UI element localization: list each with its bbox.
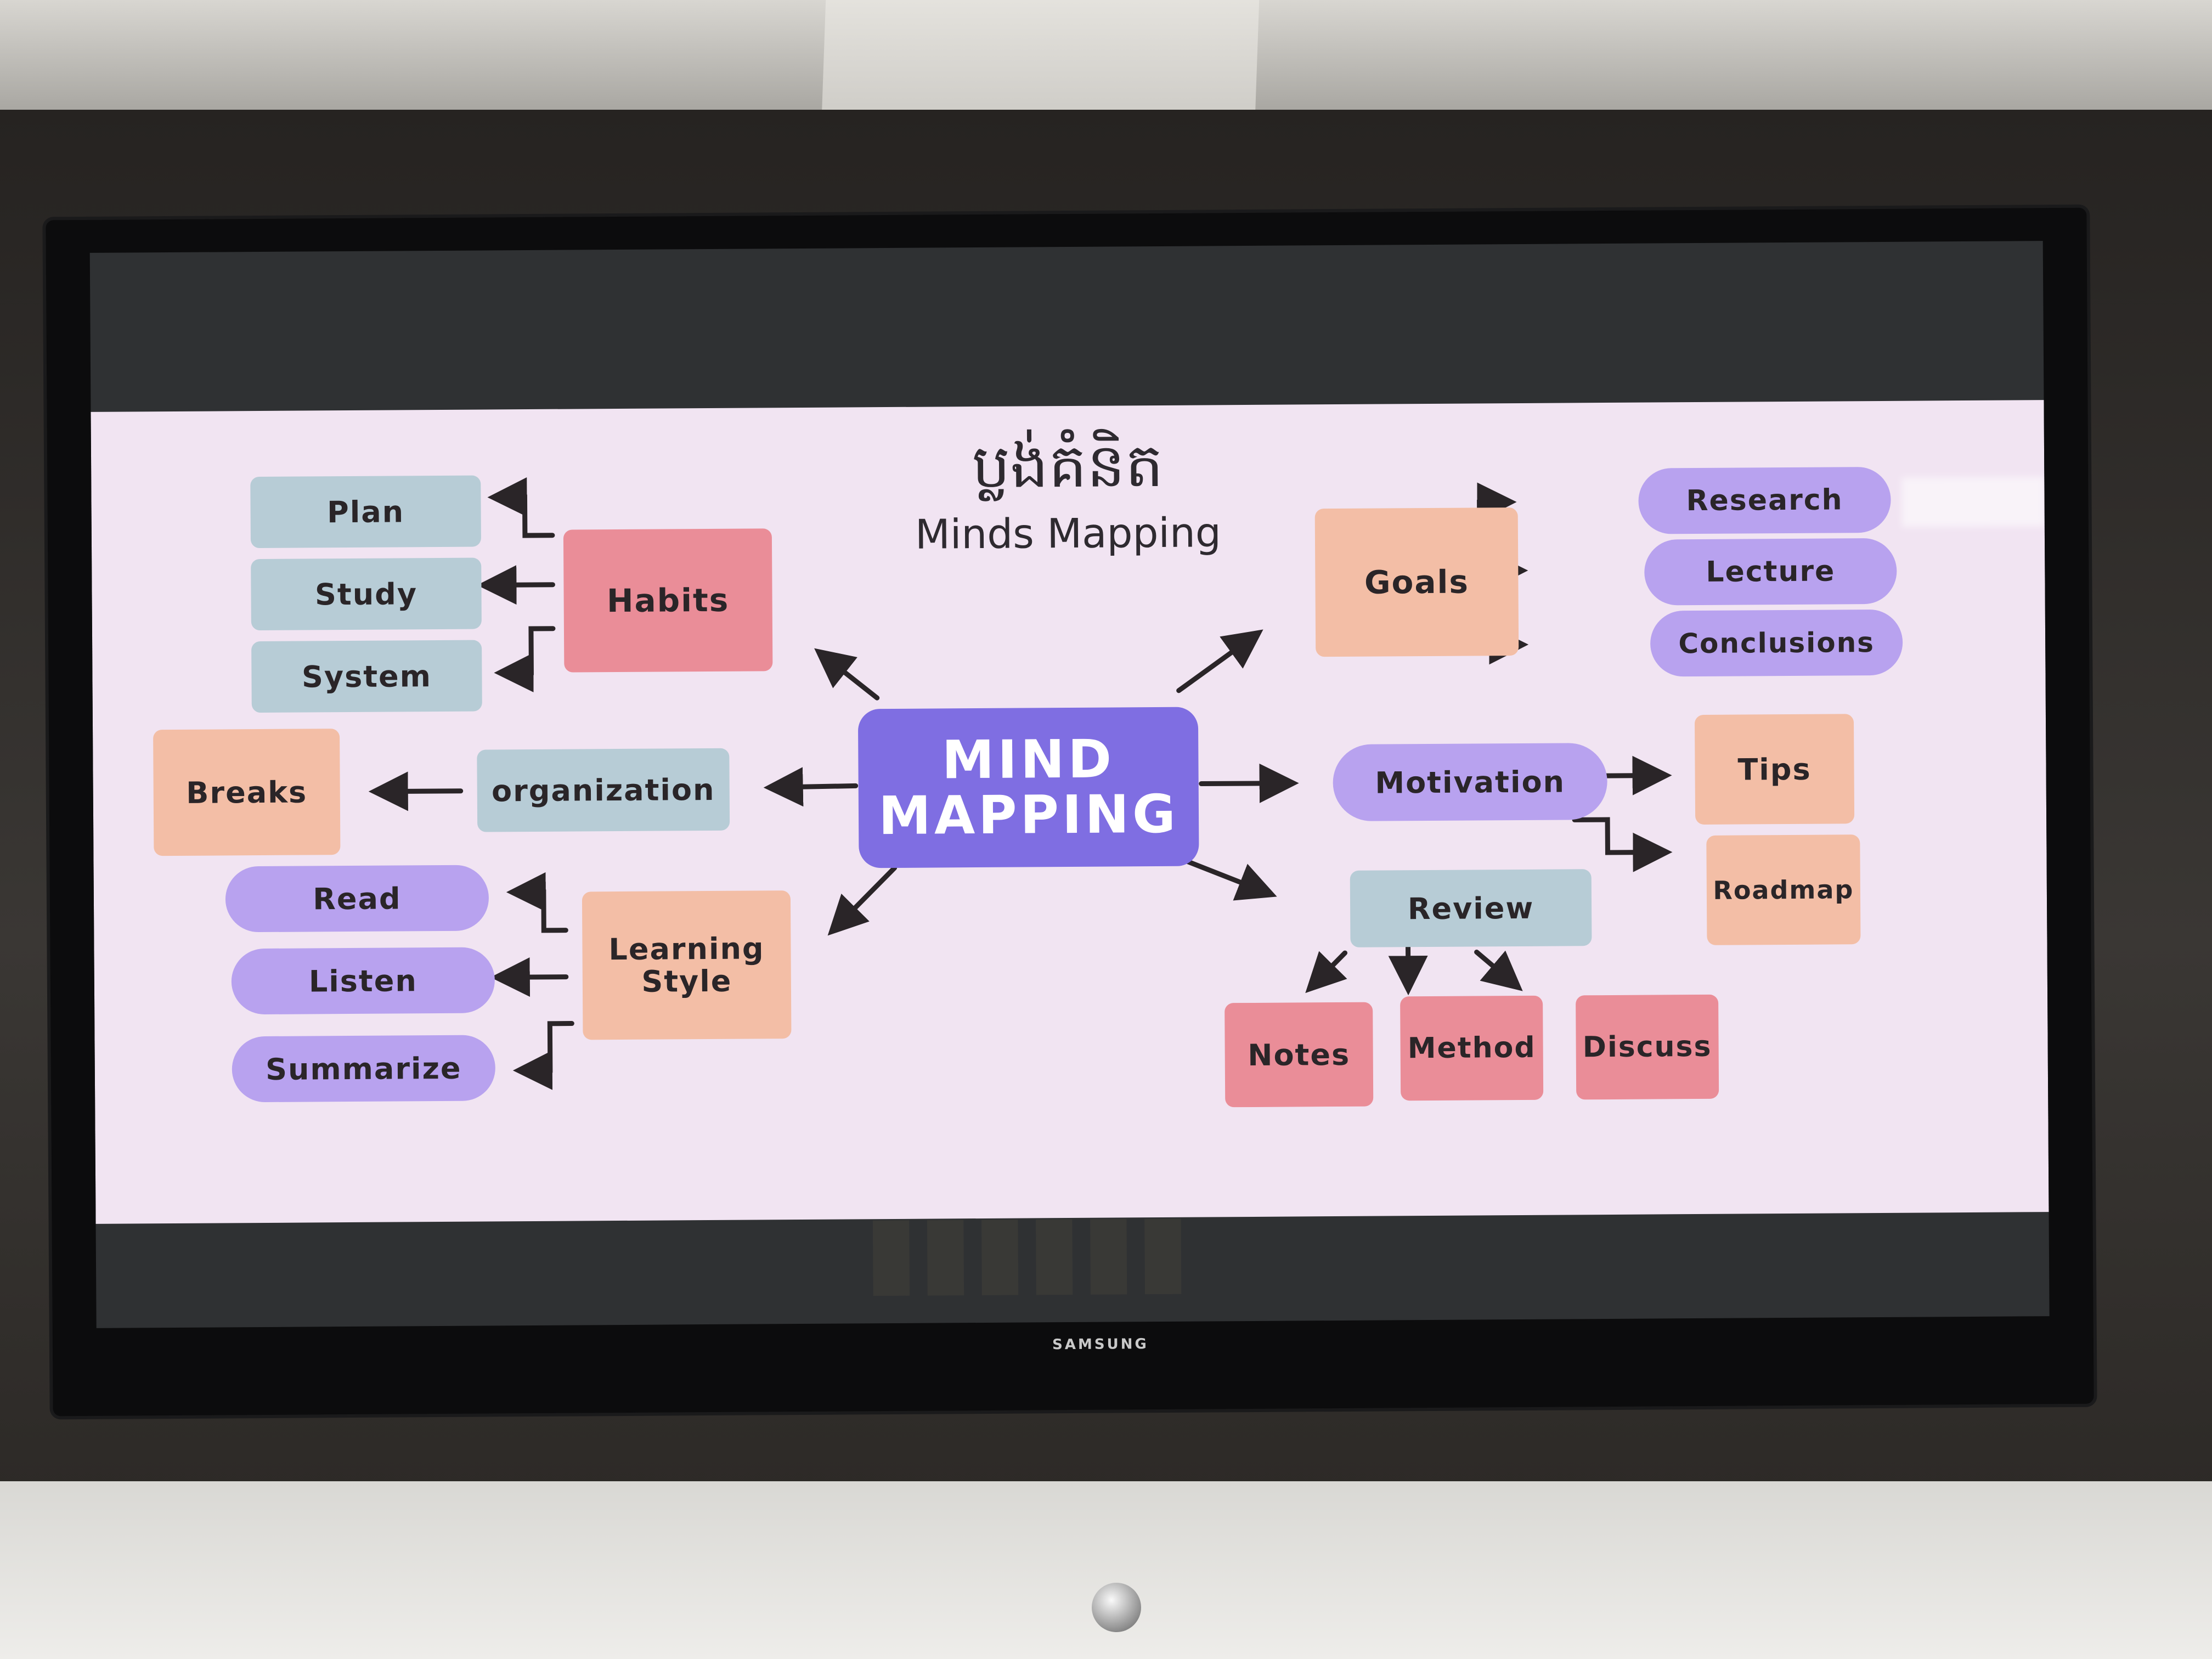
- node-learning-style: Learning Style: [582, 890, 792, 1040]
- node-method: Method: [1400, 995, 1544, 1101]
- node-goals: Goals: [1314, 507, 1519, 657]
- slide-title-khmer: ប្លង់គំនិត: [972, 430, 1164, 502]
- tv-screen: ប្លង់គំនិត Minds Mapping MIND MAPPING Ha…: [89, 241, 2050, 1328]
- node-summarize: Summarize: [232, 1035, 496, 1103]
- node-review: Review: [1350, 869, 1592, 947]
- arrow-to-notes: [1305, 950, 1348, 994]
- node-plan: Plan: [250, 475, 482, 549]
- arrow-to-summarize: [512, 1021, 574, 1090]
- center-node-mind-mapping: MIND MAPPING: [857, 707, 1199, 868]
- node-study: Study: [251, 557, 482, 631]
- node-roadmap: Roadmap: [1706, 834, 1861, 945]
- arrow-to-review: [1183, 858, 1277, 901]
- center-line-2: MAPPING: [878, 783, 1180, 847]
- mind-map-slide: ប្លង់គំនិត Minds Mapping MIND MAPPING Ha…: [91, 400, 2049, 1224]
- arrow-to-breaks: [368, 771, 464, 811]
- node-motivation: Motivation: [1333, 743, 1608, 822]
- arrow-to-goals: [1176, 629, 1263, 693]
- arrow-to-discuss: [1474, 949, 1523, 991]
- arrow-to-motivation: [1199, 763, 1299, 803]
- tv-monitor: SAMSUNG: [46, 207, 2094, 1417]
- node-lecture: Lecture: [1644, 538, 1897, 606]
- node-notes: Notes: [1224, 1002, 1374, 1108]
- arrow-to-system: [494, 626, 556, 692]
- node-breaks: Breaks: [153, 729, 341, 856]
- screw: [1092, 1583, 1141, 1632]
- wall-ledge: [0, 1481, 2212, 1659]
- node-habits: Habits: [563, 528, 773, 673]
- arrow-to-listen: [490, 957, 569, 997]
- arrow-to-read: [506, 872, 568, 933]
- slide-title-english: Minds Mapping: [915, 509, 1222, 558]
- node-read: Read: [225, 865, 489, 933]
- arrow-to-organization: [763, 767, 859, 807]
- arrow-to-plan: [487, 477, 555, 538]
- node-discuss: Discuss: [1576, 994, 1719, 1100]
- center-line-1: MIND: [941, 728, 1115, 791]
- node-listen: Listen: [231, 947, 495, 1015]
- node-research: Research: [1638, 466, 1891, 534]
- screen-reflection: ▮▮▮▮▮▮: [864, 1189, 1190, 1308]
- node-conclusions: Conclusions: [1650, 609, 1903, 677]
- node-organization: organization: [477, 748, 730, 832]
- arrow-to-roadmap: [1572, 817, 1673, 872]
- arrow-to-learning-style: [827, 865, 898, 936]
- tv-brand-logo: SAMSUNG: [1052, 1336, 1149, 1353]
- arrow-to-habits: [814, 648, 880, 701]
- node-tips: Tips: [1694, 714, 1855, 825]
- light-glare: [1901, 477, 2045, 527]
- node-system: System: [251, 640, 482, 713]
